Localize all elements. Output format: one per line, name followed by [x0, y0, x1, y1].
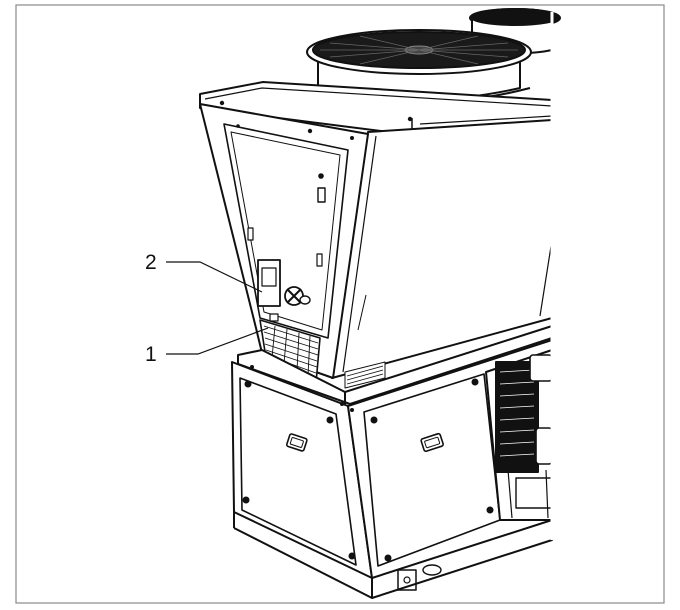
callout-number-2: 2 — [145, 251, 157, 274]
ventilation-grille — [259, 319, 321, 384]
main-switch-assembly — [257, 259, 311, 322]
callout-2-leader — [166, 261, 263, 293]
upper-unit-front-panel — [199, 100, 413, 379]
base-front-panel — [231, 361, 373, 599]
figure-frame — [15, 4, 665, 604]
callout-number-1: 1 — [145, 343, 157, 366]
callout-1-leader — [166, 327, 269, 355]
upper-unit-coil-side — [331, 119, 553, 389]
